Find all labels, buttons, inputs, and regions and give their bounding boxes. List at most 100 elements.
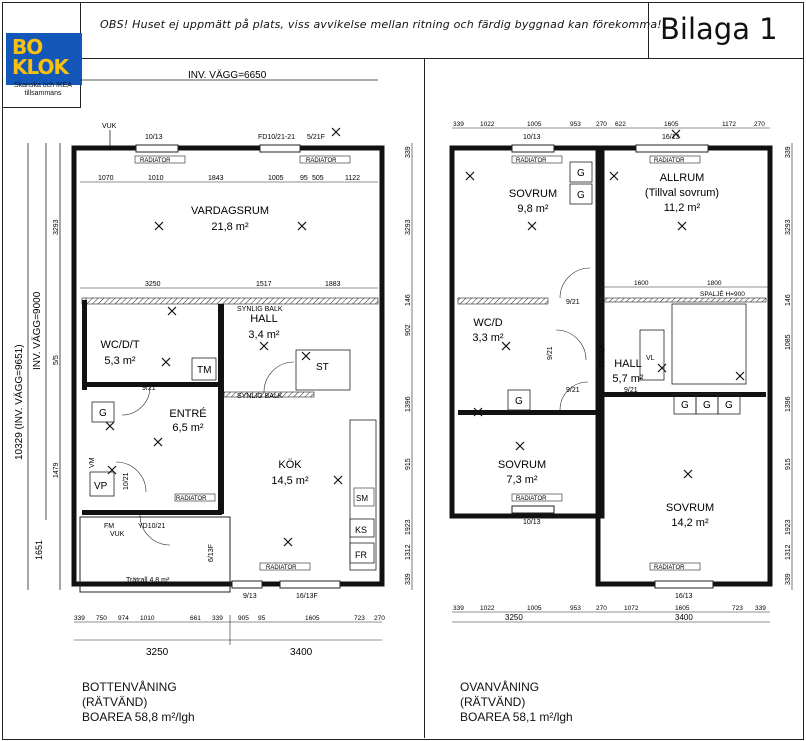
storage-st bbox=[295, 349, 351, 391]
allrum-name: ALLRUM bbox=[660, 172, 705, 184]
upper-g-1: G bbox=[577, 168, 585, 179]
ground-caption-area: BOAREA 58,8 m²/lgh bbox=[82, 710, 195, 724]
wall-entre-bottom bbox=[82, 510, 222, 515]
synlig-balk-1: SYNLIG BALK bbox=[237, 306, 283, 313]
gdim-b-9: 723 bbox=[354, 615, 365, 622]
sovrum3-name: SOVRUM bbox=[666, 502, 714, 514]
sovrum2-name: SOVRUM bbox=[498, 459, 546, 471]
gdim-mid-1: 1517 bbox=[256, 281, 272, 288]
vp-label: VP bbox=[94, 481, 108, 492]
upper-window-bottom-right-label: 16/13 bbox=[675, 593, 693, 600]
logo-sub2: tillsammans bbox=[24, 90, 62, 97]
door-arc-front bbox=[139, 514, 171, 546]
wardrobe-g-3 bbox=[507, 389, 531, 411]
wc-area: 5,3 m² bbox=[104, 355, 136, 367]
radiator-living-left-label: RADIATOR bbox=[140, 158, 171, 164]
upper-top-dims: 339 1022 1005 953 270 622 1605 1172 270 bbox=[452, 121, 770, 129]
radiator-living-left bbox=[134, 155, 186, 164]
gdim-b-1: 750 bbox=[96, 615, 107, 622]
gdim-mid-0: 3250 bbox=[145, 281, 161, 288]
udim-r-2: 146 bbox=[785, 294, 792, 306]
upper-g-2: G bbox=[577, 190, 585, 201]
udim-t-4: 270 bbox=[596, 121, 607, 128]
gdim-l-2: 1479 bbox=[53, 462, 60, 478]
udim-r-6: 1923 bbox=[785, 519, 792, 535]
wardrobe-g-1 bbox=[569, 161, 593, 183]
gdim-r-2: 146 bbox=[405, 294, 412, 306]
upper-radiator-3 bbox=[511, 493, 563, 502]
logo-line1: BO bbox=[12, 35, 43, 59]
allrum-extra: (Tillval sovrum) bbox=[645, 187, 719, 199]
gdim-r-3: 902 bbox=[405, 324, 412, 336]
vl-label: VL bbox=[646, 355, 655, 362]
door-entre-label: 10/21 bbox=[123, 472, 130, 490]
upper-window-top-left bbox=[511, 144, 555, 153]
gdim-l-3: 1651 bbox=[34, 540, 44, 560]
room-upper-sovrum1: SOVRUM 9,8 m² bbox=[509, 188, 557, 215]
synlig-balk-2: SYNLIG BALK bbox=[237, 393, 283, 400]
tratrall-label: Trätrall 4,8 m² bbox=[126, 577, 170, 584]
upper-hall-name: HALL bbox=[614, 358, 642, 370]
upper-hall-area: 5,7 m² bbox=[612, 373, 644, 385]
gdim-top-3: 1005 bbox=[268, 175, 284, 182]
column-divider bbox=[424, 58, 425, 738]
ground-mid-dims: 3250 1517 1883 bbox=[80, 281, 378, 289]
upper-hatched-beam bbox=[457, 297, 549, 305]
fr-label: FR bbox=[355, 550, 367, 560]
wall-wc-entre bbox=[82, 382, 220, 387]
upper-caption-area: BOAREA 58,1 m²/lgh bbox=[460, 710, 573, 724]
udim-t-0: 339 bbox=[453, 121, 464, 128]
upper-door-4-label: 9/21 bbox=[624, 387, 638, 394]
upper-radiator-2-label: RADIATOR bbox=[654, 158, 685, 164]
sm-label: SM bbox=[356, 494, 368, 503]
gdim-b-4: 661 bbox=[190, 615, 201, 622]
udim-b-2: 1005 bbox=[527, 605, 542, 612]
room-kok: KÖK 14,5 m² bbox=[271, 459, 309, 487]
ground-left-dims: 3293 5/5 1479 1651 bbox=[34, 219, 60, 560]
upper-window-top-right-label: 16/13 bbox=[662, 134, 680, 141]
gdim-b-2: 974 bbox=[118, 615, 129, 622]
udim-m-1: 1800 bbox=[707, 280, 722, 287]
udim-t-7: 1172 bbox=[722, 121, 736, 128]
room-upper-wc: WC/D 3,3 m² bbox=[472, 317, 504, 344]
vuk-bottom-label: VUK bbox=[110, 531, 125, 538]
door-side-label: 6/13F bbox=[208, 544, 215, 562]
upper-total-right: 3400 bbox=[675, 613, 693, 622]
radiator-living-right-label: RADIATOR bbox=[306, 158, 337, 164]
stair bbox=[671, 303, 747, 385]
fm-label: FM bbox=[104, 523, 114, 530]
upper-window-bottom-left-label: 10/13 bbox=[523, 519, 541, 526]
upper-radiator-4-label: RADIATOR bbox=[654, 565, 685, 571]
wc-name: WC/D/T bbox=[100, 339, 139, 351]
ground-total-left: 3250 bbox=[146, 647, 169, 658]
gdim-top-1: 1010 bbox=[148, 175, 164, 182]
upper-door-2-label: 9/21 bbox=[547, 346, 554, 360]
gdim-b-0: 339 bbox=[74, 615, 85, 622]
gdim-r-8: 339 bbox=[405, 573, 412, 585]
udim-r-7: 1312 bbox=[785, 544, 792, 560]
upper-g-5: G bbox=[703, 400, 711, 411]
upper-door-3-label: 9/21 bbox=[566, 387, 580, 394]
upper-door-arc-2 bbox=[555, 329, 587, 361]
title-box bbox=[648, 2, 803, 58]
tumble-dryer bbox=[191, 357, 217, 381]
room-vardagsrum: VARDAGSRUM 21,8 m² bbox=[191, 205, 269, 233]
window-bottom-1-label: 9/13 bbox=[243, 593, 257, 600]
gdim-b-5: 339 bbox=[212, 615, 223, 622]
udim-b-4: 270 bbox=[596, 605, 607, 612]
ceiling-light-markers bbox=[105, 127, 343, 547]
radiator-living-right bbox=[299, 155, 351, 164]
gdim-r-5: 915 bbox=[405, 458, 412, 470]
gdim-r-7: 1312 bbox=[405, 544, 412, 560]
notice-text: OBS! Huset ej uppmätt på plats, viss avv… bbox=[100, 18, 662, 31]
room-hall: HALL 3,4 m² bbox=[248, 313, 280, 341]
udim-t-3: 953 bbox=[570, 121, 581, 128]
udim-r-4: 1396 bbox=[785, 396, 792, 412]
upper-door-5-label: 17/24,5 bbox=[599, 345, 606, 368]
gdim-l-1: 5/5 bbox=[53, 355, 60, 365]
udim-r-3: 1085 bbox=[785, 334, 792, 350]
door-wc-label: 9/21 bbox=[142, 385, 156, 392]
room-upper-allrum: ALLRUM (Tillval sovrum) 11,2 m² bbox=[645, 172, 719, 214]
fridge-ks bbox=[349, 518, 375, 538]
